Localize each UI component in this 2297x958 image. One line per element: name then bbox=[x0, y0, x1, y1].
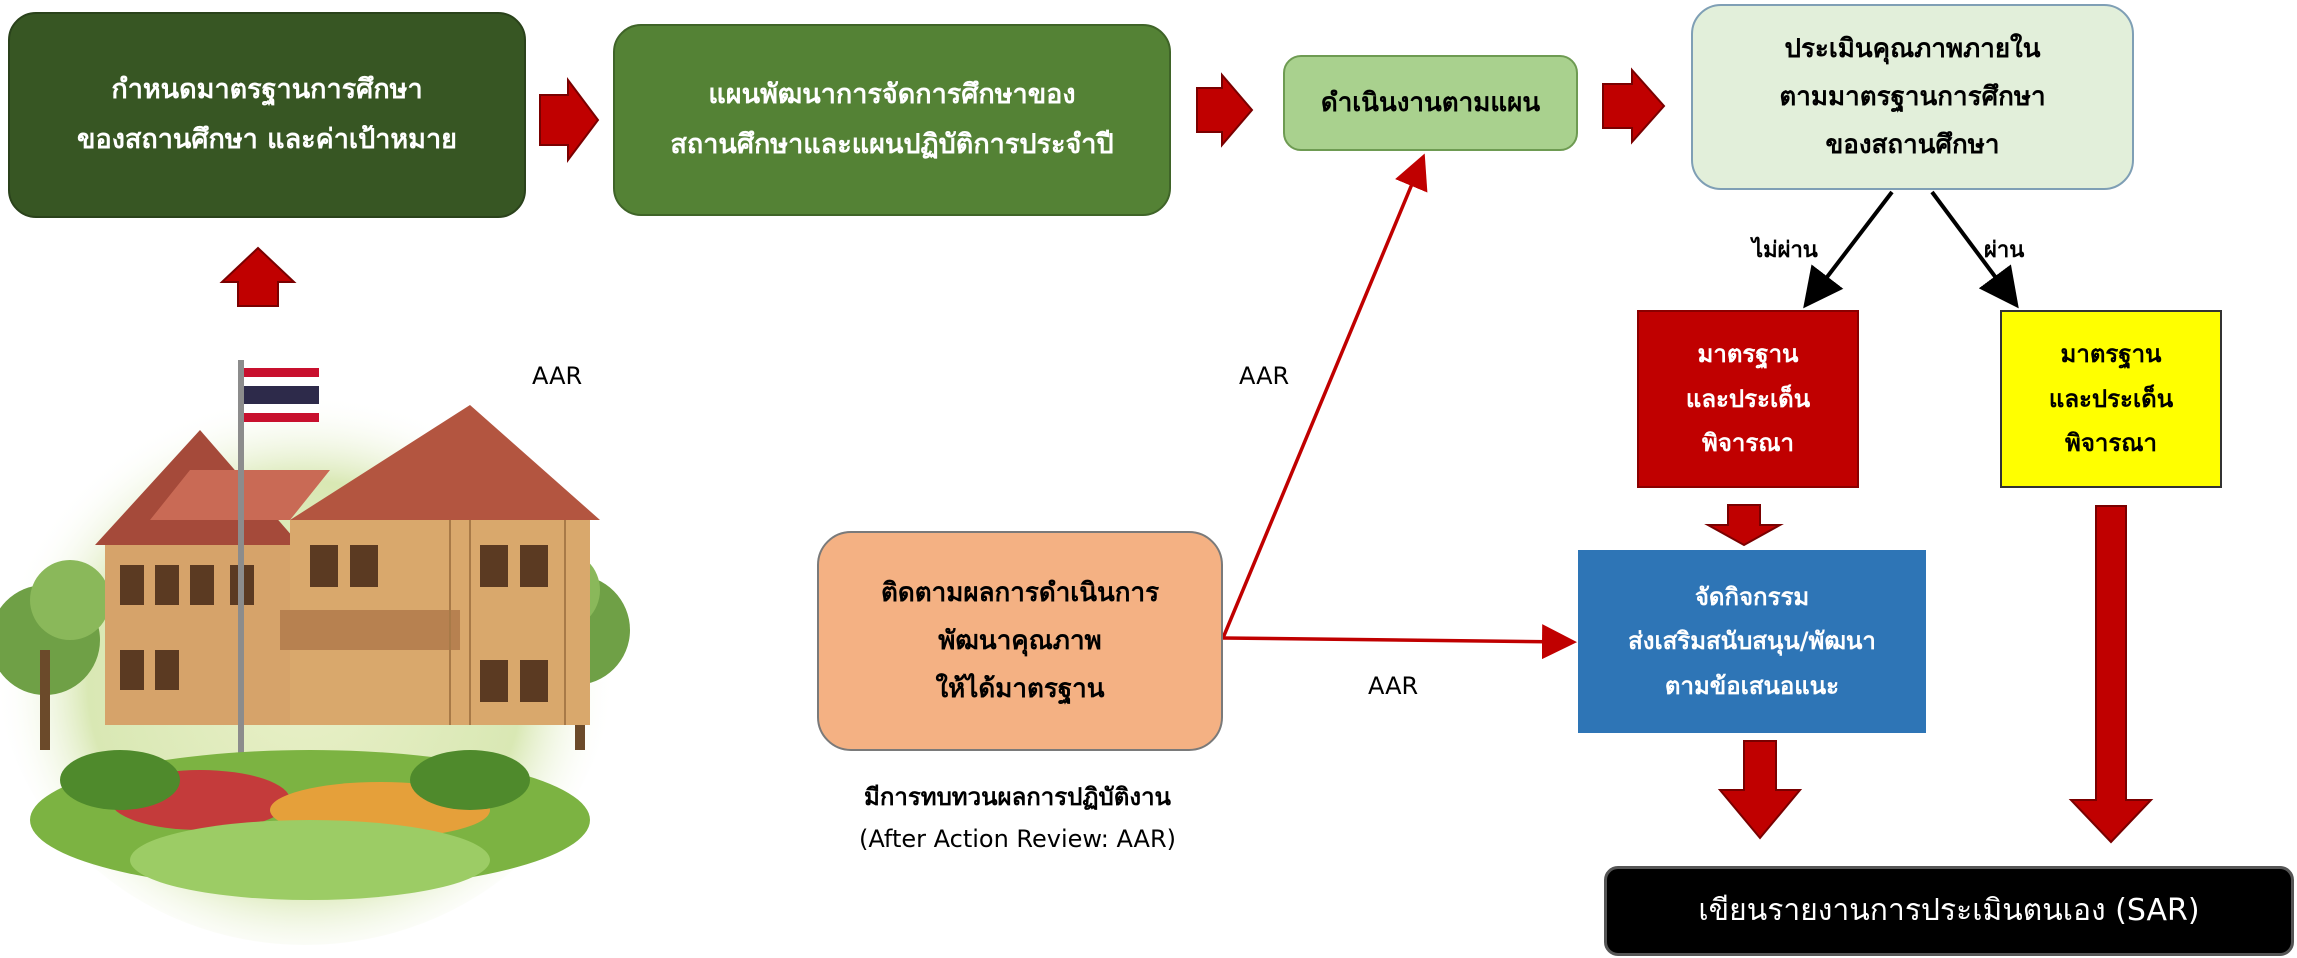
arrow-monitor-to-activity bbox=[1222, 624, 1577, 660]
arrow-down-pass bbox=[2068, 505, 2154, 844]
aar-review-english: (After Action Review: AAR) bbox=[859, 825, 1176, 853]
fail-standards-box: มาตรฐาน และประเด็น พิจารณา bbox=[1637, 310, 1859, 488]
set-standards-box: กำหนดมาตรฐานการศึกษา ของสถานศึกษา และค่า… bbox=[8, 12, 526, 218]
set-standards-line-2: ของสถานศึกษา และค่าเป้าหมาย bbox=[77, 124, 457, 155]
fail-label: ไม่ผ่าน bbox=[1752, 238, 1818, 263]
arrow-right-2 bbox=[1196, 72, 1254, 148]
pass-standards-line-3: พิจารณา bbox=[2065, 429, 2157, 458]
monitoring-line-3: ให้ได้มาตรฐาน bbox=[935, 674, 1105, 705]
arrow-right-3 bbox=[1602, 67, 1666, 145]
arrow-fail-branch bbox=[1803, 190, 1894, 309]
aar-label-implement: AAR bbox=[1239, 362, 1290, 390]
pass-label: ผ่าน bbox=[1984, 238, 2025, 263]
aar-label-school: AAR bbox=[532, 362, 583, 390]
monitoring-line-2: พัฒนาคุณภาพ bbox=[938, 625, 1102, 656]
activities-line-1: จัดกิจกรรม bbox=[1694, 582, 1810, 611]
monitoring-box: ติดตามผลการดำเนินการ พัฒนาคุณภาพ ให้ได้ม… bbox=[817, 531, 1223, 751]
school-illustration bbox=[0, 360, 630, 945]
activities-line-2: ส่งเสริมสนับสนุน/พัฒนา bbox=[1628, 627, 1876, 656]
write-sar-label: เขียนรายงานการประเมินตนเอง (SAR) bbox=[1698, 893, 2200, 929]
aar-review-caption: มีการทบทวนผลการปฏิบัติงาน (After Action … bbox=[790, 776, 1245, 860]
pass-standards-line-1: มาตรฐาน bbox=[2060, 340, 2162, 369]
garden bbox=[30, 750, 590, 900]
arrow-down-activity bbox=[1717, 740, 1803, 840]
implement-plan-box: ดำเนินงานตามแผน bbox=[1283, 55, 1578, 151]
fail-standards-line-3: พิจารณา bbox=[1702, 429, 1794, 458]
fail-standards-line-2: และประเด็น bbox=[1685, 384, 1811, 413]
monitoring-line-1: ติดตามผลการดำเนินการ bbox=[880, 577, 1160, 608]
activities-line-3: ตามข้อเสนอแนะ bbox=[1664, 671, 1840, 700]
development-plan-box: แผนพัฒนาการจัดการศึกษาของ สถานศึกษาและแผ… bbox=[613, 24, 1171, 216]
set-standards-line-1: กำหนดมาตรฐานการศึกษา bbox=[111, 74, 423, 106]
write-sar-box: เขียนรายงานการประเมินตนเอง (SAR) bbox=[1604, 866, 2294, 956]
arrow-right-1 bbox=[539, 77, 600, 163]
development-plan-line-2: สถานศึกษาและแผนปฏิบัติการประจำปี bbox=[670, 129, 1114, 160]
arrow-pass-branch bbox=[1930, 190, 2019, 309]
activities-box: จัดกิจกรรม ส่งเสริมสนับสนุน/พัฒนา ตามข้อ… bbox=[1578, 550, 1926, 733]
arrow-monitor-to-implement bbox=[1221, 153, 1428, 639]
thai-flag-icon bbox=[238, 360, 319, 840]
implement-plan-label: ดำเนินงานตามแผน bbox=[1320, 87, 1541, 118]
arrow-down-fail bbox=[1704, 504, 1784, 547]
pass-standards-line-2: และประเด็น bbox=[2048, 384, 2174, 413]
internal-assessment-line-2: ตามมาตรฐานการศึกษา bbox=[1779, 81, 2046, 112]
internal-assessment-line-3: ของสถานศึกษา bbox=[1825, 130, 2000, 161]
arrow-up bbox=[219, 246, 297, 307]
internal-assessment-line-1: ประเมินคุณภาพภายใน bbox=[1784, 33, 2041, 64]
aar-label-activity: AAR bbox=[1368, 672, 1419, 700]
tree-left bbox=[0, 560, 110, 750]
aar-review-thai: มีการทบทวนผลการปฏิบัติงาน bbox=[864, 783, 1171, 811]
internal-assessment-box: ประเมินคุณภาพภายใน ตามมาตรฐานการศึกษา ขอ… bbox=[1691, 4, 2134, 190]
fail-standards-line-1: มาตรฐาน bbox=[1697, 340, 1799, 369]
development-plan-line-1: แผนพัฒนาการจัดการศึกษาของ bbox=[708, 79, 1076, 111]
pass-standards-box: มาตรฐาน และประเด็น พิจารณา bbox=[2000, 310, 2222, 488]
